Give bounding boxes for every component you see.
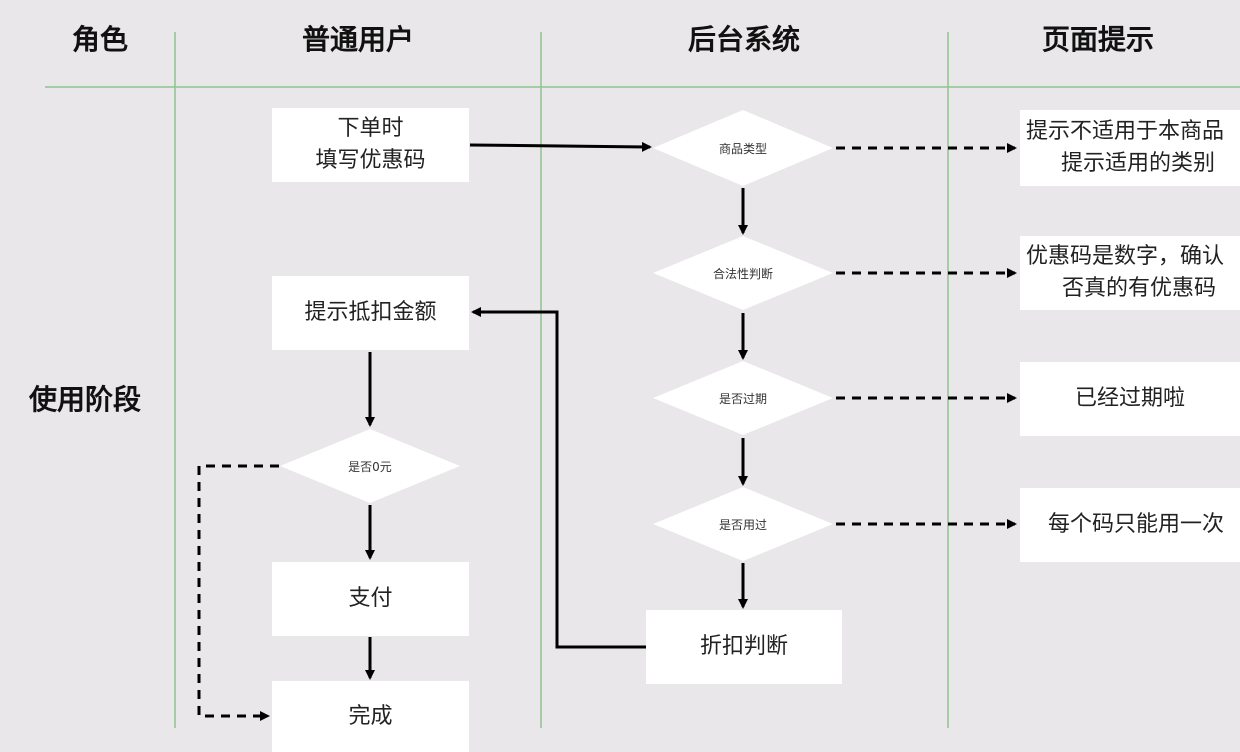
diamond-expired: [653, 361, 833, 435]
box-order-line2: 填写优惠码: [315, 148, 426, 173]
diamond-is-zero: [280, 429, 460, 503]
arrow-order-to-type: [469, 141, 652, 152]
box-order-line1: 下单时: [337, 116, 404, 141]
box-order-fill-code: 下单时 填写优惠码: [272, 108, 469, 182]
diamond-expired-label: 是否过期: [718, 392, 767, 406]
diamond-used-label: 是否用过: [718, 518, 767, 532]
diamond-legality: [653, 236, 833, 310]
box-done-label: 完成: [348, 703, 393, 729]
dash-zero-to-done: [197, 464, 279, 721]
diamond-product-type: [653, 110, 833, 186]
box-show-discount-label: 提示抵扣金额: [304, 300, 437, 325]
hint2-line1: 优惠码是数字，确认: [1026, 244, 1225, 269]
box-pay-label: 支付: [348, 586, 393, 611]
diamond-is-zero-label: 是否0元: [348, 460, 392, 474]
box-done: 完成: [272, 681, 469, 752]
header-backend: 后台系统: [687, 23, 800, 56]
row-label-usage-stage: 使用阶段: [28, 383, 141, 416]
arrow-judge-to-show-discount: [471, 307, 646, 649]
hint4-label: 每个码只能用一次: [1048, 512, 1225, 537]
hint1-line1: 提示不适用于本商品: [1026, 119, 1225, 144]
box-discount-judge-label: 折扣判断: [699, 634, 788, 659]
diamond-legality-label: 合法性判断: [712, 267, 773, 281]
hint1-line2: 提示适用的类别: [1061, 151, 1216, 176]
box-hint-once-only: 每个码只能用一次: [1020, 488, 1240, 562]
box-discount-judge: 折扣判断: [646, 610, 842, 684]
hint3-label: 已经过期啦: [1074, 386, 1185, 411]
box-pay: 支付: [272, 562, 469, 636]
diamond-used: [653, 487, 833, 561]
header-user: 普通用户: [301, 23, 414, 56]
box-show-discount: 提示抵扣金额: [272, 276, 469, 350]
header-page: 页面提示: [1041, 23, 1154, 56]
box-hint-expired: 已经过期啦: [1020, 362, 1240, 436]
box-hint-not-applicable: 提示不适用于本商品 提示适用的类别: [1020, 110, 1240, 186]
hint2-line2: 否真的有优惠码: [1062, 276, 1217, 301]
diamond-product-type-label: 商品类型: [718, 142, 767, 156]
header-role: 角色: [71, 23, 128, 56]
box-hint-code-digits: 优惠码是数字，确认 否真的有优惠码: [1020, 236, 1240, 310]
